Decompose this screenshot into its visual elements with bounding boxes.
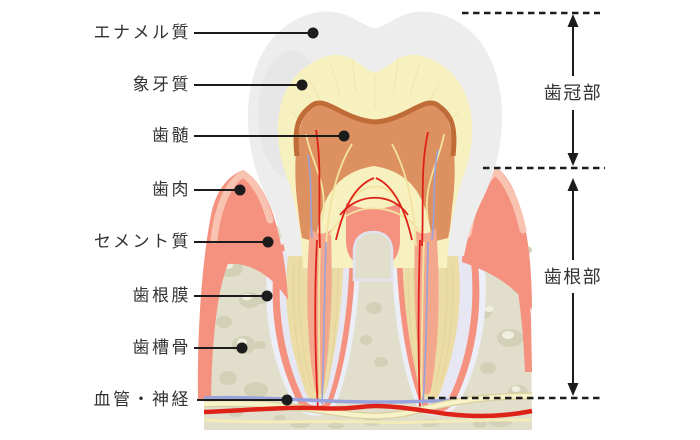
leader-lines — [194, 32, 342, 401]
label-enamel: エナメル質 — [93, 23, 191, 42]
label-cementum: セメント質 — [93, 232, 191, 251]
extent-arrow-heads — [567, 14, 579, 396]
label-dentin: 象牙質 — [132, 75, 191, 94]
gum-right-strip — [488, 168, 532, 372]
label-crown-section: 歯冠部 — [543, 83, 603, 103]
gum-left — [197, 170, 288, 400]
label-gum: 歯肉 — [152, 180, 191, 199]
label-alveolar-bone: 歯槽骨 — [132, 338, 191, 357]
pulp-region — [293, 100, 457, 243]
nerve-branch-lower — [203, 418, 533, 424]
vessels-nerves-bottom — [203, 392, 533, 424]
label-periodontal-membrane: 歯根膜 — [132, 286, 191, 305]
pulp-border — [293, 100, 457, 157]
label-pulp: 歯髄 — [152, 126, 191, 145]
pulp-chamber — [295, 102, 455, 243]
interradicular-bone — [352, 230, 394, 282]
leader-dots — [234, 27, 350, 406]
mandibular-artery-red — [203, 403, 533, 419]
label-vessels-nerves: 血管・神経 — [93, 390, 191, 409]
boundary-dashed-lines — [428, 11, 605, 400]
pulp-vessels-red — [314, 129, 429, 411]
label-root-section: 歯根部 — [543, 267, 603, 287]
pulp-vessels-blue — [307, 149, 439, 405]
mandibular-nerve-yellow — [203, 393, 533, 419]
